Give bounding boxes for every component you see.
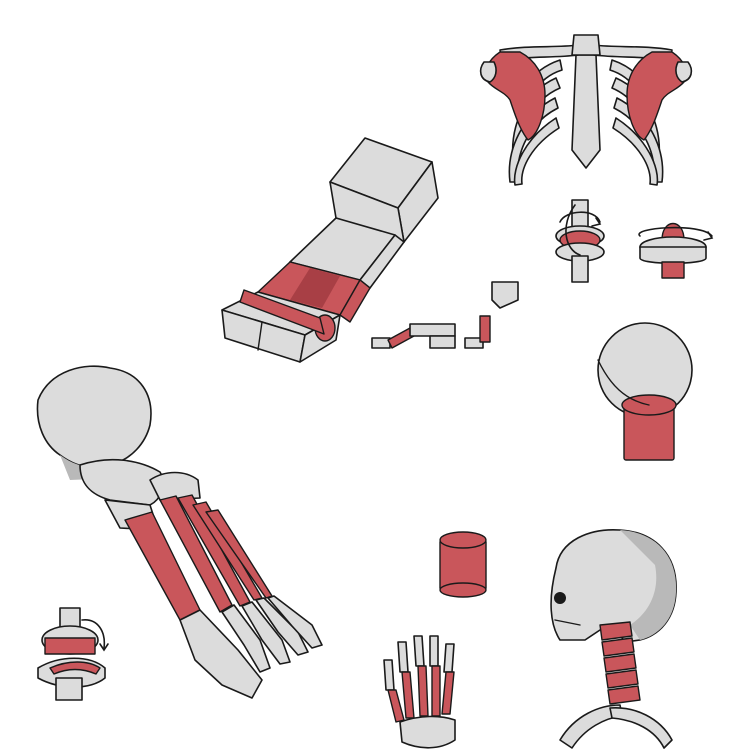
- hinge-finger-models: [371, 281, 519, 349]
- skull-and-spine: [550, 529, 677, 749]
- cylinder-model: [439, 531, 487, 598]
- sphere-cylinder-model: [597, 322, 693, 461]
- pivot-joint-model: [638, 223, 714, 279]
- sternum: [571, 54, 601, 169]
- neck-vertebrae: [571, 34, 601, 56]
- foot-skeleton: [36, 365, 323, 699]
- hand-skeleton: [383, 635, 456, 749]
- hinge-joint-model: [37, 607, 109, 701]
- box-foot-model: [221, 137, 439, 363]
- rib-cage-figure: [479, 34, 693, 186]
- ball-joint-model: [555, 199, 605, 283]
